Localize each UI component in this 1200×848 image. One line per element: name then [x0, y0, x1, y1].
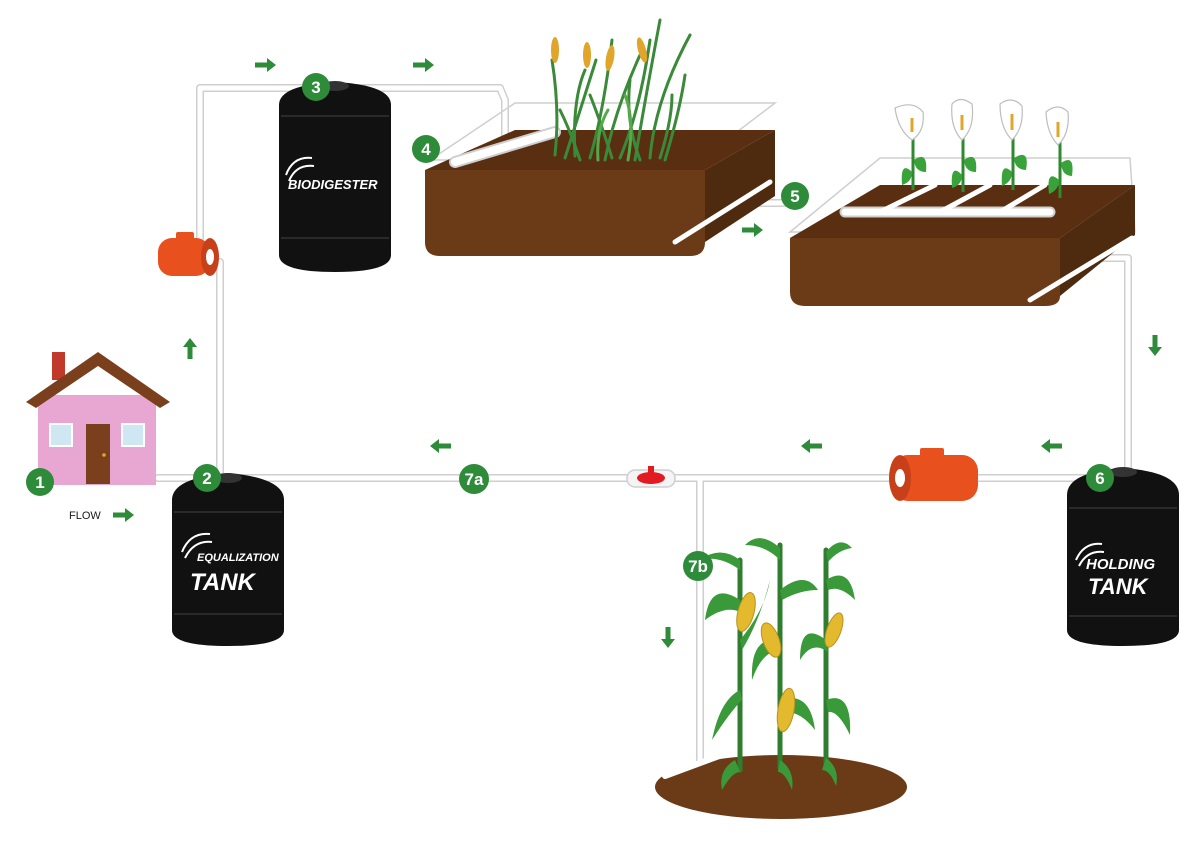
flow-arrow-icon: [413, 58, 434, 72]
valve-icon: [626, 466, 676, 488]
equalization-tank-label-bottom: TANK: [190, 569, 257, 596]
svg-text:4: 4: [421, 140, 431, 159]
step-badges: 1 2 3 4 5 6 7a 7b: [26, 73, 1114, 581]
reed-head-icon: [551, 37, 648, 71]
flow-arrow-icon: [742, 223, 763, 237]
flow-arrow-icon: [1041, 439, 1062, 453]
step-badge-4: 4: [412, 135, 440, 163]
holding-tank: HOLDING TANK: [1067, 467, 1179, 646]
lily-wetland-bed: [787, 98, 1136, 306]
flow-arrow-icon: [801, 439, 822, 453]
svg-text:5: 5: [790, 187, 799, 206]
reed-wetland-bed: [425, 18, 778, 256]
step-badge-6: 6: [1086, 464, 1114, 492]
svg-text:7b: 7b: [688, 557, 708, 576]
flow-arrow-icon: [430, 439, 451, 453]
step-badge-3: 3: [302, 73, 330, 101]
svg-text:3: 3: [311, 78, 320, 97]
pump-icon: [158, 232, 219, 276]
svg-text:1: 1: [35, 473, 44, 492]
flow-arrow-icon: [661, 627, 675, 648]
lily-icon: [894, 98, 1073, 198]
reed-icon: [550, 18, 692, 162]
house-icon: [26, 352, 170, 485]
pump-icon: [889, 448, 978, 501]
flow-arrow-icon: [255, 58, 276, 72]
corn-field: [655, 538, 907, 819]
svg-text:2: 2: [202, 469, 211, 488]
step-badge-2: 2: [193, 464, 221, 492]
equalization-tank-label-top: EQUALIZATION: [197, 552, 280, 564]
svg-text:7a: 7a: [465, 470, 484, 489]
biodigester-tank: BIODIGESTER: [279, 81, 391, 272]
step-badge-1: 1: [26, 468, 54, 496]
flow-legend-label: FLOW: [69, 510, 101, 522]
holding-tank-label-top: HOLDING: [1086, 556, 1155, 573]
step-badge-7a: 7a: [459, 464, 489, 494]
step-badge-5: 5: [781, 182, 809, 210]
step-badge-7b: 7b: [683, 551, 713, 581]
equalization-tank: EQUALIZATION TANK: [172, 473, 284, 646]
flow-arrow-icon: [113, 508, 134, 522]
biodigester-label: BIODIGESTER: [288, 177, 378, 192]
flow-arrow-icon: [1148, 335, 1162, 356]
holding-tank-label-bottom: TANK: [1088, 574, 1150, 599]
flow-arrow-icon: [183, 338, 197, 359]
corn-icon: [700, 538, 855, 790]
svg-text:6: 6: [1095, 469, 1104, 488]
